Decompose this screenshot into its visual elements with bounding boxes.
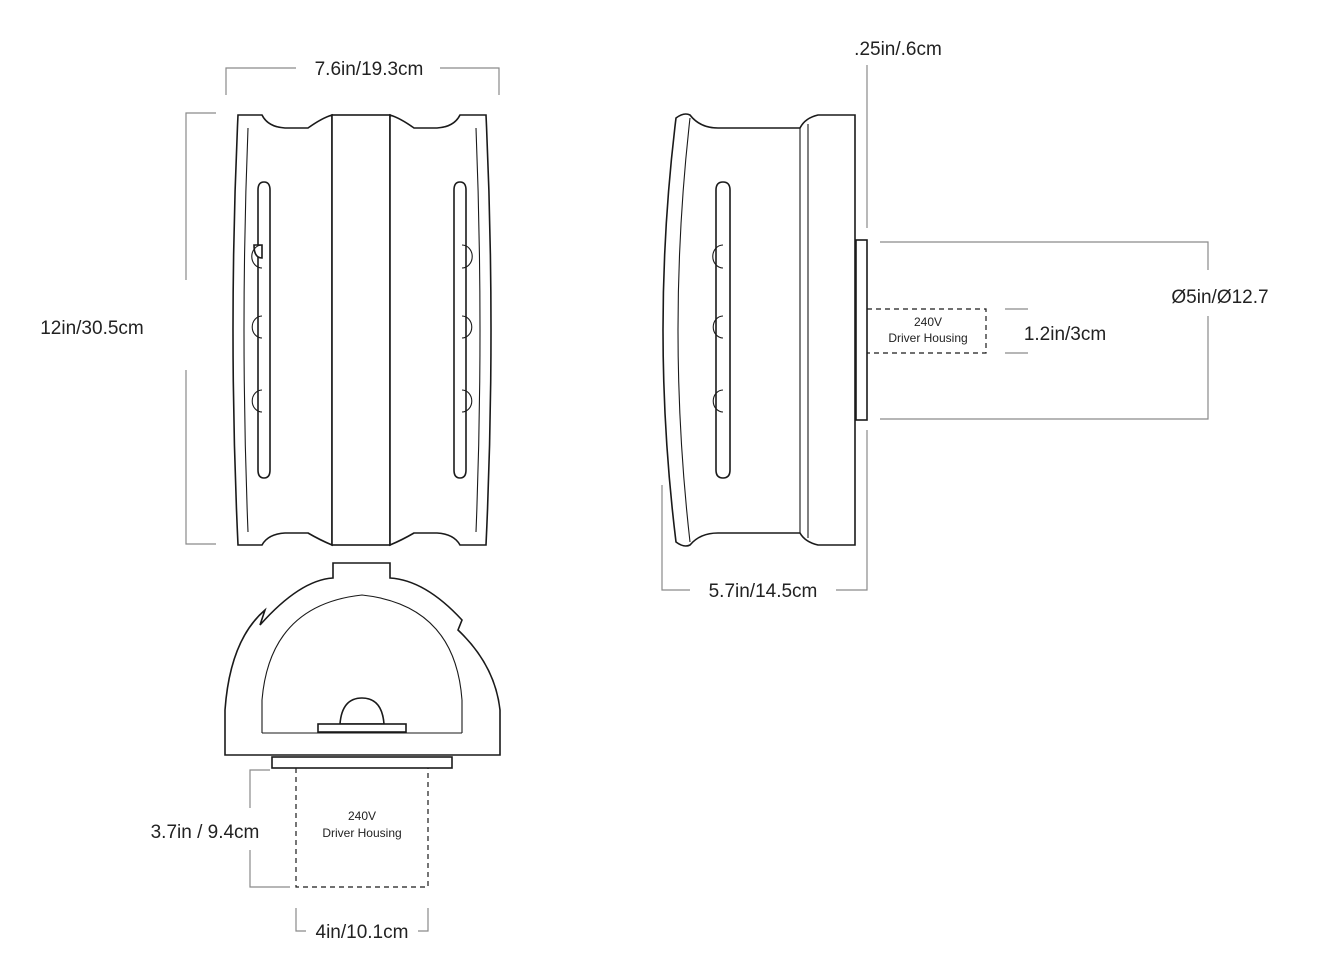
side-slot (712, 181, 731, 479)
side-body (662, 113, 856, 547)
top-view-backplate (271, 756, 453, 769)
svg-text:240V: 240V (914, 315, 942, 329)
svg-text:240V: 240V (348, 809, 376, 823)
side-depth-label: 5.7in/14.5cm (709, 581, 818, 602)
front-left-slot (251, 181, 271, 479)
side-view: .25in/.6cm 240V Driver Housing 1.2in/3cm (661, 39, 1269, 602)
front-view: 7.6in/19.3cm 12in/30.5cm (40, 59, 500, 547)
top-driver-housing: 240V Driver Housing (295, 768, 429, 888)
front-right-slot (453, 181, 473, 479)
side-backplate (855, 239, 868, 421)
backplate-diameter-dimension: Ø5in/Ø12.7 (880, 241, 1269, 420)
front-center-spine (331, 114, 391, 546)
side-depth-dimension: 5.7in/14.5cm (661, 430, 868, 602)
top-view-shell (224, 562, 501, 756)
side-driver-housing: 240V Driver Housing (867, 308, 987, 354)
front-width-label: 7.6in/19.3cm (315, 59, 424, 80)
front-left-shell (232, 113, 333, 547)
top-driver-width-dimension: 4in/10.1cm (295, 908, 429, 943)
backplate-diameter-label: Ø5in/Ø12.7 (1171, 287, 1268, 308)
driver-depth-side-label: 1.2in/3cm (1024, 324, 1106, 345)
front-height-label: 12in/30.5cm (40, 318, 144, 339)
top-driver-depth-dimension: 3.7in / 9.4cm (151, 769, 290, 888)
plate-thickness-dimension: .25in/.6cm (854, 39, 942, 228)
front-right-shell (389, 113, 492, 547)
top-view: 240V Driver Housing 3.7in / 9.4cm 4in/10… (151, 562, 501, 943)
svg-text:Driver Housing: Driver Housing (322, 826, 401, 840)
front-width-dimension: 7.6in/19.3cm (225, 59, 500, 95)
driver-width-label: 4in/10.1cm (316, 922, 409, 943)
driver-depth-top-label: 3.7in / 9.4cm (151, 822, 260, 843)
front-height-dimension: 12in/30.5cm (40, 112, 216, 545)
top-view-led (339, 697, 385, 725)
plate-thickness-label: .25in/.6cm (854, 39, 942, 60)
svg-text:Driver Housing: Driver Housing (888, 331, 967, 345)
side-driver-depth-dimension: 1.2in/3cm (1005, 308, 1106, 354)
